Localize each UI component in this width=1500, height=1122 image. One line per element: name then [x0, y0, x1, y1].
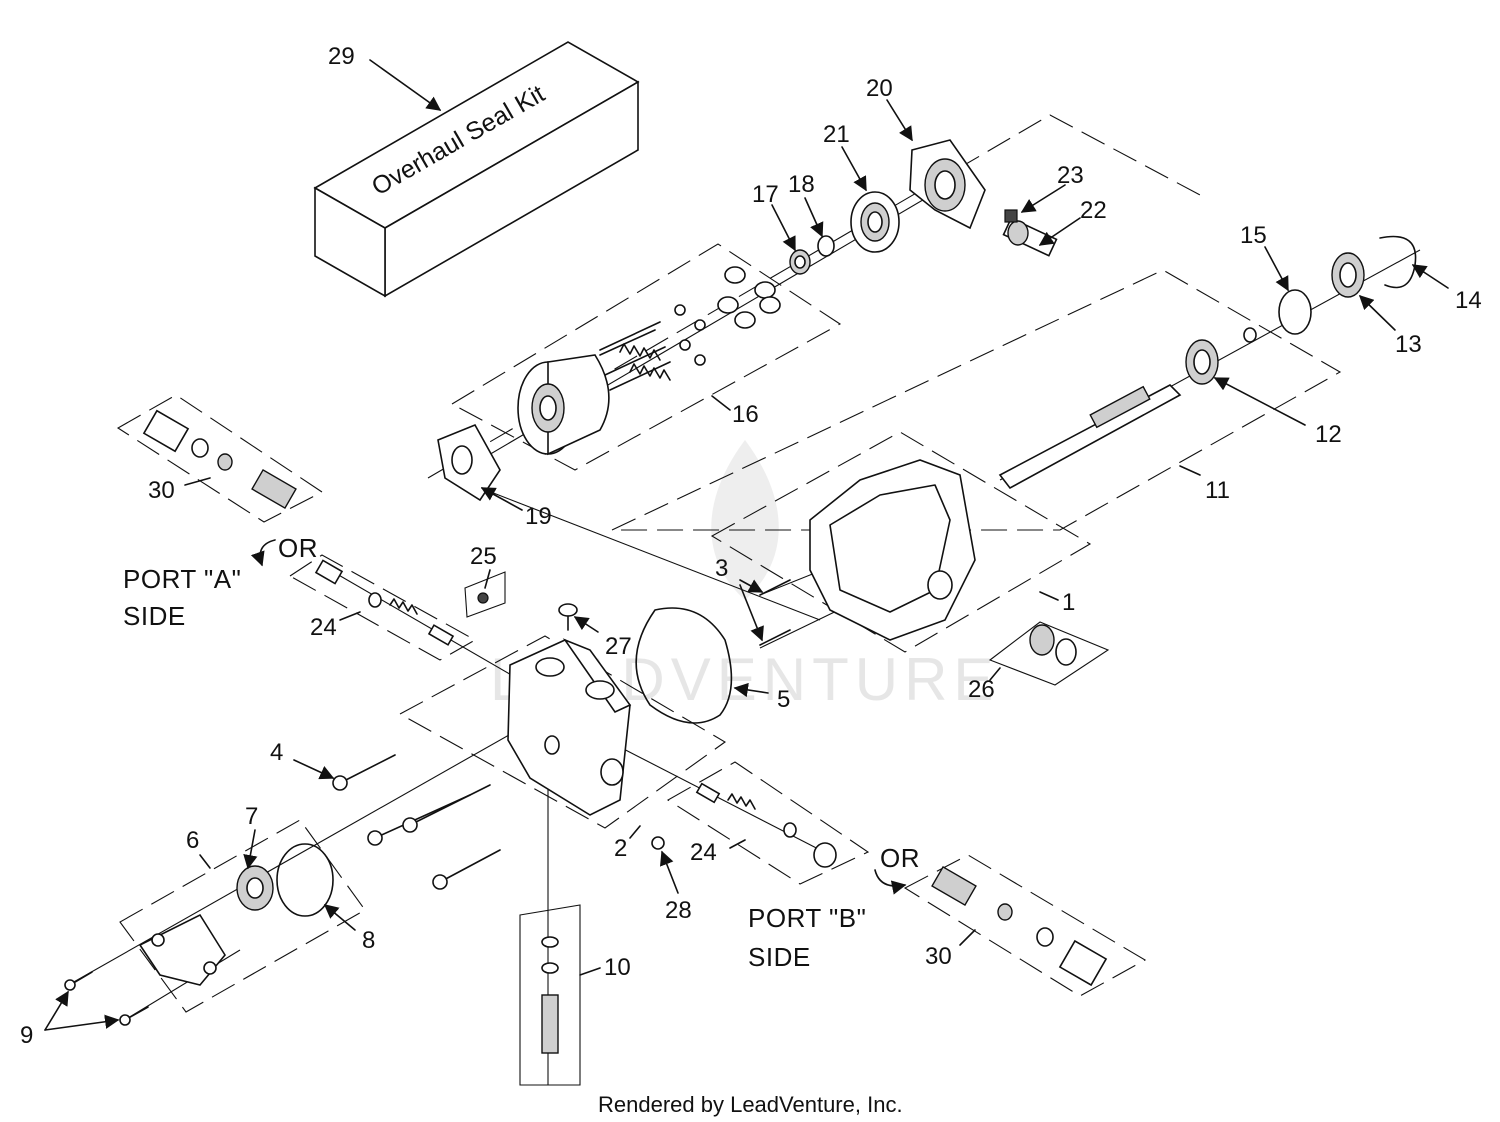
callout-24-a: 24 — [310, 614, 337, 641]
callout-leaders — [44, 59, 1449, 1031]
callout-9: 9 — [20, 1022, 33, 1049]
port-a-or: OR — [278, 533, 318, 563]
callout-18: 18 — [788, 171, 815, 198]
part-3-dowel-pins[interactable] — [759, 579, 791, 646]
part-25-small-plug[interactable] — [477, 592, 489, 604]
part-1-main-housing[interactable] — [809, 459, 976, 641]
callout-17: 17 — [752, 181, 779, 208]
port-b-label: PORT "B" — [748, 903, 866, 933]
callout-labels: 29 20 21 17 18 23 22 15 14 13 12 11 16 1… — [20, 43, 1482, 1049]
callout-19: 19 — [525, 503, 552, 530]
callout-21: 21 — [823, 121, 850, 148]
part-21-seal[interactable] — [850, 191, 900, 253]
callout-30-bottom: 30 — [925, 943, 952, 970]
part-24-check-valve-port-a[interactable] — [314, 559, 455, 646]
part-6-cover[interactable] — [138, 913, 226, 986]
callout-12: 12 — [1315, 421, 1342, 448]
port-b-or: OR — [880, 843, 920, 873]
port-a-label: PORT "A" — [123, 564, 241, 594]
part-22-trunnion-arm[interactable] — [1002, 217, 1058, 257]
part-19-thrust-plate[interactable] — [437, 423, 501, 502]
part-7-gerotor[interactable] — [236, 865, 274, 911]
callout-15: 15 — [1240, 222, 1267, 249]
callout-16: 16 — [732, 401, 759, 428]
callout-14: 14 — [1455, 287, 1482, 314]
rotation-arrow-icon — [250, 539, 276, 567]
part-12-bearing[interactable] — [1185, 327, 1257, 385]
part-24-check-valve-port-b[interactable] — [695, 782, 837, 868]
part-16-cylinder-block[interactable] — [517, 266, 781, 456]
callout-28: 28 — [665, 897, 692, 924]
part-11-input-shaft[interactable] — [998, 384, 1182, 490]
part-10-bypass-valve[interactable] — [541, 936, 559, 1054]
callout-27: 27 — [605, 633, 632, 660]
part-28-plug[interactable] — [651, 836, 665, 850]
part-20-end-cap[interactable] — [909, 139, 986, 230]
port-b-side: SIDE — [748, 942, 811, 972]
part-9-screws[interactable] — [64, 971, 149, 1026]
callout-2: 2 — [614, 835, 627, 862]
callout-11: 11 — [1205, 477, 1230, 504]
part-27-plug[interactable] — [558, 603, 578, 631]
group-outlines — [116, 114, 1342, 1086]
part-5-gasket[interactable] — [635, 607, 733, 724]
footer-credit: Rendered by LeadVenture, Inc. — [598, 1092, 903, 1117]
callout-4: 4 — [270, 739, 283, 766]
callout-10: 10 — [604, 954, 631, 981]
rotation-arrow-icon — [874, 869, 907, 895]
callout-26: 26 — [968, 676, 995, 703]
part-30-relief-valve-top[interactable] — [142, 409, 297, 509]
part-17-spring[interactable] — [789, 249, 811, 275]
callout-22: 22 — [1080, 197, 1107, 224]
part-18-ring[interactable] — [817, 235, 835, 257]
callout-1: 1 — [1062, 589, 1075, 616]
part-23-key[interactable] — [1004, 209, 1018, 223]
port-a-side: SIDE — [123, 601, 186, 631]
callout-5: 5 — [777, 686, 790, 713]
callout-6: 6 — [186, 827, 199, 854]
part-4-bolts[interactable] — [332, 754, 501, 890]
callout-20: 20 — [866, 75, 893, 102]
part-13-bearing[interactable] — [1331, 252, 1365, 298]
part-2-center-section[interactable] — [507, 638, 632, 816]
callout-13: 13 — [1395, 331, 1422, 358]
callout-30-top: 30 — [148, 477, 175, 504]
callout-8: 8 — [362, 927, 375, 954]
part-8-o-ring[interactable] — [276, 843, 334, 917]
part-30-relief-valve-bottom[interactable] — [931, 866, 1108, 987]
callout-7: 7 — [245, 803, 258, 830]
callout-24-b: 24 — [690, 839, 717, 866]
overhaul-seal-kit-box[interactable]: Overhaul Seal Kit — [313, 41, 640, 298]
callout-29: 29 — [328, 43, 355, 70]
callout-23: 23 — [1057, 162, 1084, 189]
part-26-washer[interactable] — [1029, 624, 1077, 666]
callout-3: 3 — [715, 555, 728, 582]
callout-25: 25 — [470, 543, 497, 570]
part-15-ring[interactable] — [1278, 289, 1312, 335]
